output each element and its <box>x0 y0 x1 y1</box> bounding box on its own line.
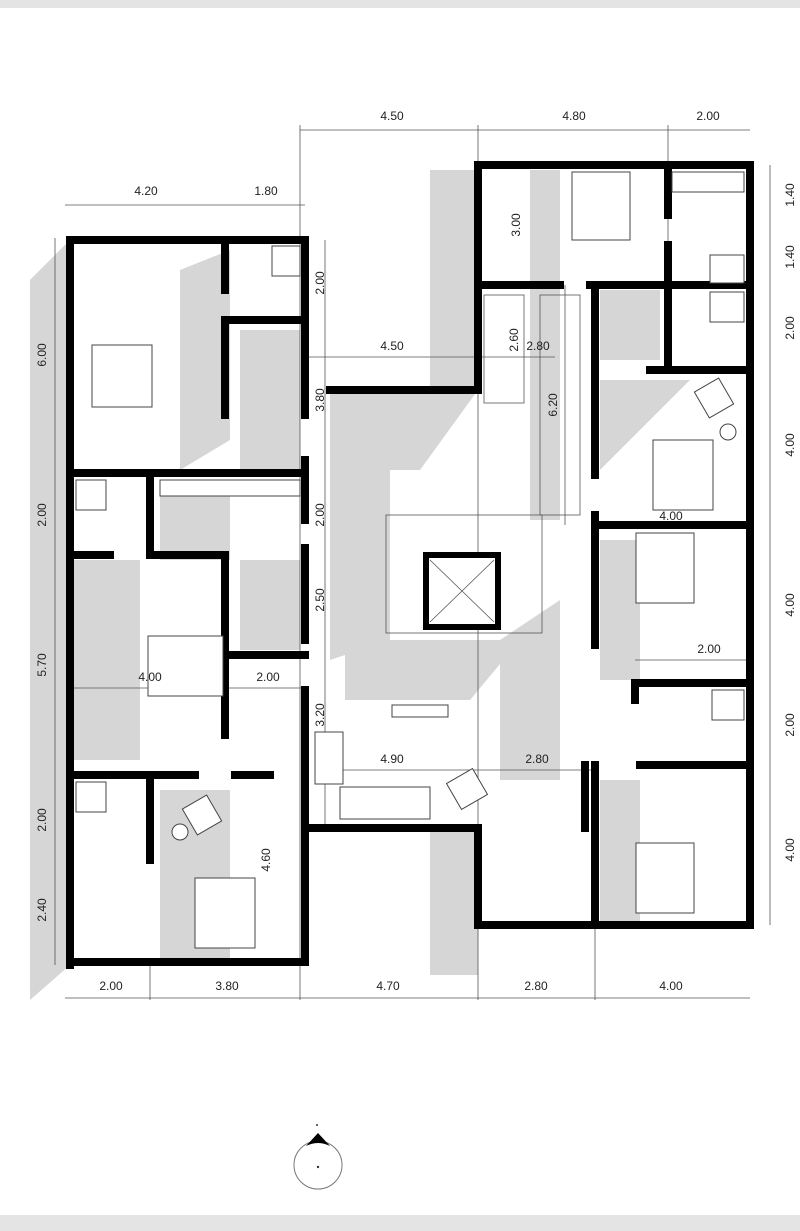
dim-label: 4.50 <box>380 339 404 353</box>
top-scrollbar-edge <box>0 0 800 8</box>
dim-label: 2.80 <box>524 979 548 993</box>
dim-label: 4.00 <box>783 838 797 862</box>
dim-label: 4.90 <box>380 752 404 766</box>
table <box>391 704 449 718</box>
bed <box>91 344 153 408</box>
dim-label: 2.00 <box>313 503 327 527</box>
armchair <box>181 794 223 836</box>
dim-label: 2.00 <box>313 271 327 295</box>
dim-label: 3.80 <box>215 979 239 993</box>
walls <box>66 161 754 969</box>
dim-label: 6.00 <box>35 343 49 367</box>
dim-label: 2.80 <box>526 339 550 353</box>
dim-label: 2.00 <box>99 979 123 993</box>
dim-label: 2.40 <box>35 898 49 922</box>
staircase <box>385 294 581 634</box>
furniture <box>75 171 745 949</box>
dim-label: 2.00 <box>35 503 49 527</box>
dim-label: 3.80 <box>313 388 327 412</box>
dim-label: 4.00 <box>659 979 683 993</box>
dim-label: 2.00 <box>783 316 797 340</box>
dim-label: 2.50 <box>313 588 327 612</box>
bed <box>635 532 695 604</box>
bed <box>635 842 695 914</box>
dim-label: 4.00 <box>659 509 683 523</box>
dim-label: 4.00 <box>783 593 797 617</box>
dim-label: 2.80 <box>525 752 549 766</box>
dim-label: 2.60 <box>507 328 521 352</box>
dim-label: 3.20 <box>313 703 327 727</box>
bed <box>652 439 714 511</box>
armchair <box>314 731 344 785</box>
bed <box>147 635 224 697</box>
armchair <box>445 767 489 811</box>
dim-label: 2.00 <box>696 109 720 123</box>
dim-label: 4.50 <box>380 109 404 123</box>
dim-label: 4.70 <box>376 979 400 993</box>
dim-label: 1.80 <box>254 184 278 198</box>
dim-label: 1.40 <box>783 183 797 207</box>
dim-label: 2.00 <box>35 808 49 832</box>
dim-label: 6.20 <box>546 393 560 417</box>
dimension-labels: 4.50 4.80 2.00 4.20 1.80 6.00 2.00 5.70 … <box>35 109 797 993</box>
dim-label: 4.60 <box>259 848 273 872</box>
dim-label: 4.00 <box>783 433 797 457</box>
dim-label: 3.00 <box>509 213 523 237</box>
dim-label: 1.40 <box>783 245 797 269</box>
bed <box>194 877 256 949</box>
bed <box>571 171 631 241</box>
dim-label: 2.00 <box>256 670 280 684</box>
sofa <box>339 786 431 820</box>
dim-label: 4.00 <box>138 670 162 684</box>
dim-label: 2.00 <box>697 642 721 656</box>
north-arrow-icon <box>293 1124 343 1190</box>
bottom-edge <box>0 1215 800 1231</box>
armchair <box>693 377 735 419</box>
dim-label: 2.00 <box>783 713 797 737</box>
dim-label: 4.20 <box>134 184 158 198</box>
dim-label: 5.70 <box>35 653 49 677</box>
dim-label: 4.80 <box>562 109 586 123</box>
